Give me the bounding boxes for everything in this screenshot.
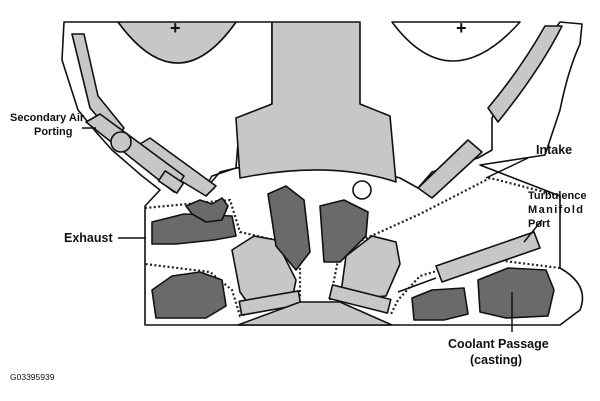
coolant-passage-center-right — [411, 287, 469, 321]
label-turbulence-2: Manifold — [528, 204, 584, 216]
turbulence-manifold-port — [435, 231, 541, 283]
pointer-turbulence — [523, 219, 543, 243]
label-coolant-1: Coolant Passage — [448, 337, 549, 351]
figure-id: G03395939 — [10, 372, 55, 382]
plus-right: + — [456, 18, 467, 38]
right-wall-passage — [487, 25, 563, 123]
left-cam-bore — [117, 21, 237, 64]
exhaust-valve-seat — [238, 290, 302, 316]
label-turbulence-3: Port — [528, 218, 550, 230]
label-exhaust: Exhaust — [64, 231, 113, 245]
left-wall-passage — [71, 33, 125, 139]
coolant-passage-left — [151, 271, 227, 319]
coolant-passage-right — [477, 267, 555, 319]
center-jacket-left — [267, 185, 311, 271]
secondary-air-passage — [185, 197, 229, 223]
right-cam-bore — [391, 21, 521, 62]
oil-hole — [352, 180, 372, 200]
intake-valve-seat — [328, 284, 392, 314]
plus-left: + — [170, 18, 181, 38]
combustion-chamber — [237, 301, 393, 326]
exhaust-valve — [231, 235, 297, 307]
label-intake: Intake — [536, 143, 572, 157]
label-turbulence-1: Turbulence — [528, 190, 586, 202]
secondary-air-fitting — [85, 113, 185, 194]
label-coolant-2: (casting) — [470, 353, 522, 367]
turbulence-port-line — [397, 277, 437, 293]
right-valve-guide — [417, 139, 483, 199]
pointer-intake — [485, 157, 529, 179]
label-secondary-air-2: Porting — [34, 126, 73, 138]
center-jacket-right — [319, 199, 369, 263]
intake-port-outline — [328, 176, 561, 317]
spark-plug-tower — [235, 21, 397, 183]
label-secondary-air-1: Secondary Air — [10, 112, 85, 124]
